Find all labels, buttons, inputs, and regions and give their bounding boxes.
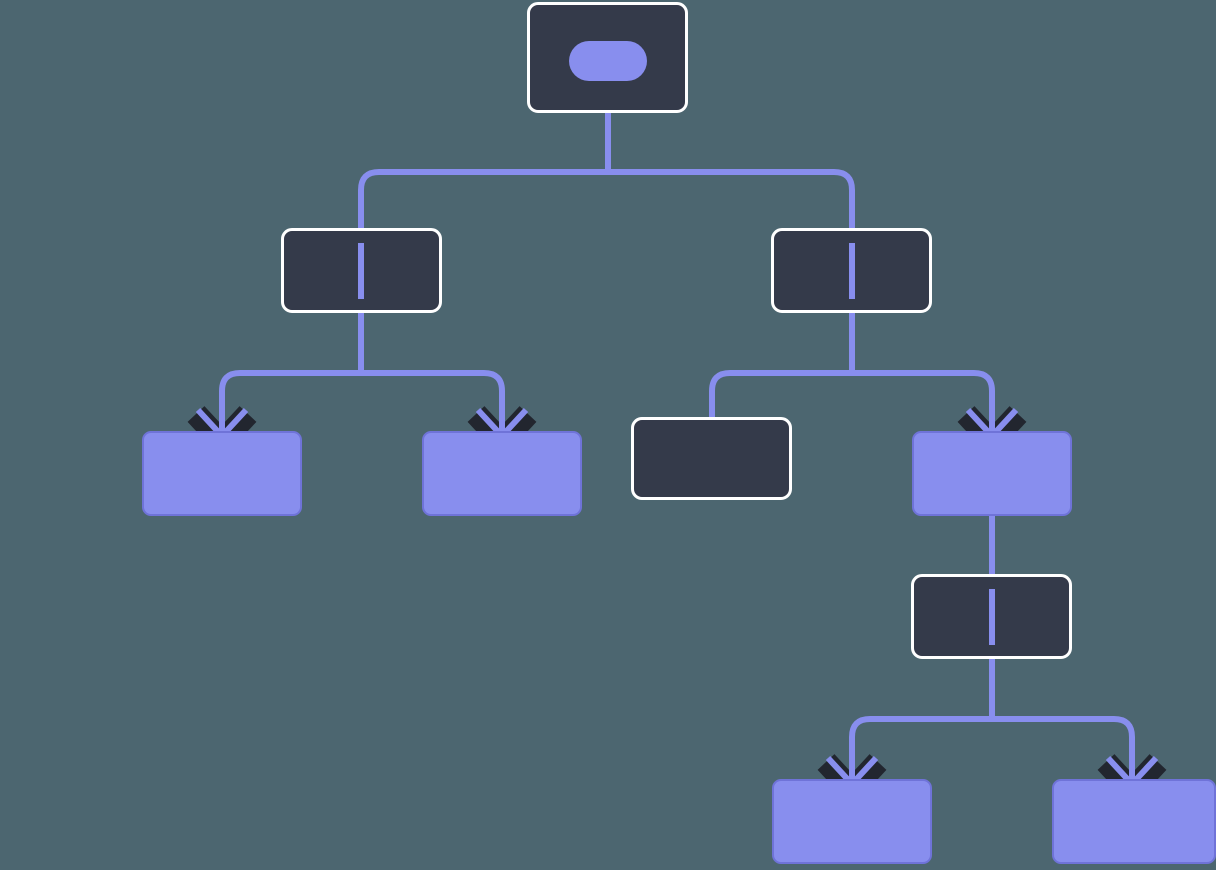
node-leaf-4[interactable]	[1052, 779, 1216, 864]
node-dark-leaf[interactable]	[631, 417, 792, 500]
edge-right-branch-to-dark-leaf	[709, 370, 852, 418]
node-right-branch[interactable]	[771, 228, 932, 313]
root-badge	[569, 41, 647, 81]
edge-root-to-left-branch	[358, 169, 608, 228]
edge-group-root-to-level1	[358, 107, 855, 228]
node-mid-right[interactable]	[912, 431, 1072, 516]
node-leaf-2[interactable]	[422, 431, 582, 516]
node-sub-branch[interactable]	[911, 574, 1072, 659]
node-leaf-1[interactable]	[142, 431, 302, 516]
edge-sub-branch-to-leaf-3	[849, 716, 992, 780]
edge-left-branch-to-leaf-1	[219, 370, 361, 432]
edge-group-sub-branch-to-leaves	[849, 659, 1135, 780]
node-leaf-3[interactable]	[772, 779, 932, 864]
edge-group-right-branch-to-children	[709, 313, 995, 432]
node-left-branch[interactable]	[281, 228, 442, 313]
edge-group-left-branch-to-leaves	[219, 313, 505, 432]
edge-sub-branch-to-leaf-4	[992, 716, 1135, 780]
edge-right-branch-to-mid-right	[852, 370, 995, 432]
edge-root-to-right-branch	[608, 169, 855, 228]
node-root[interactable]	[527, 2, 688, 113]
edge-left-branch-to-leaf-2	[361, 370, 505, 432]
